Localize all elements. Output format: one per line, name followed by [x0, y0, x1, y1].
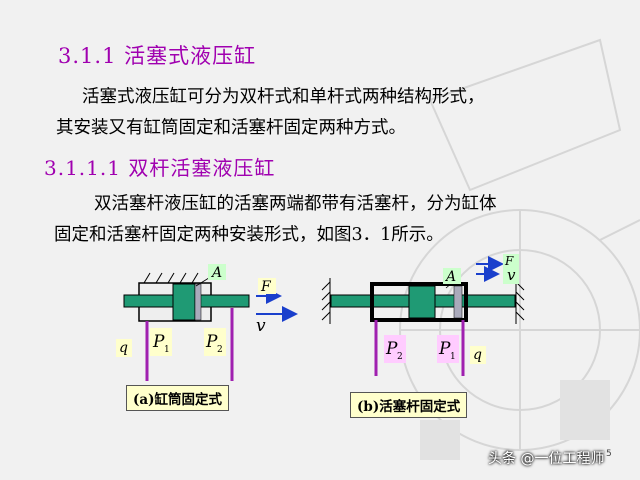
figure-a-piston	[172, 283, 196, 321]
figure-b-area-label: A	[444, 269, 456, 285]
figure-a	[123, 272, 298, 381]
section-heading: 3.1.1 活塞式液压缸	[58, 44, 257, 68]
figure-b-p1-label: P	[438, 339, 451, 359]
figure-b-piston	[408, 285, 436, 319]
figure-a-velocity-label: v	[256, 316, 266, 336]
figure-a-mount-hatch	[140, 272, 210, 284]
watermark: 头条 @一位工程师	[488, 451, 605, 467]
figure-b-p2-subscript: 2	[397, 352, 403, 362]
figure-b-flow-label: q	[473, 347, 482, 363]
paragraph-2-line-2: 固定和活塞杆固定两种安装形式，如图3．1所示。	[54, 225, 444, 245]
figure-a-area-label: A	[210, 265, 222, 281]
paragraph-1-line-2: 其安装又有缸筒固定和活塞杆固定两种方式。	[56, 118, 406, 138]
figure-a-p2-subscript: 2	[217, 345, 223, 355]
figure-a-p1-subscript: 1	[164, 345, 170, 355]
figure-b-p1-subscript: 1	[450, 352, 456, 362]
figure-a-caption: (a)缸筒固定式	[126, 385, 230, 411]
figure-b-wall-right	[515, 278, 525, 324]
figure-b-cylinder	[370, 282, 468, 322]
cylinder-diagram: A F v q P 1 P 2 A F v P 2 P 1 q	[116, 254, 525, 381]
figure-a-flow-label: q	[119, 340, 128, 356]
figure-b-wall-left	[321, 278, 331, 324]
figure-a-force-label: F	[260, 279, 272, 295]
figure-a-p1-label: P	[152, 332, 165, 352]
figure-b-velocity-label: v	[507, 266, 516, 284]
figure-b-p2-label: P	[385, 339, 398, 359]
page-number: 5	[606, 449, 612, 459]
subsection-heading: 3.1.1.1 双杆活塞液压缸	[44, 156, 276, 180]
paragraph-2-line-1: 双活塞杆液压缸的活塞两端都带有活塞杆，分为缸体	[94, 194, 497, 214]
figure-b-force-label: F	[504, 254, 514, 268]
figure-b-caption: (b)活塞杆固定式	[350, 392, 468, 418]
paragraph-1-line-1: 活塞式液压缸可分为双杆式和单杆式两种结构形式，	[82, 87, 485, 107]
figure-a-p2-label: P	[205, 332, 218, 352]
figure-b	[321, 256, 525, 376]
